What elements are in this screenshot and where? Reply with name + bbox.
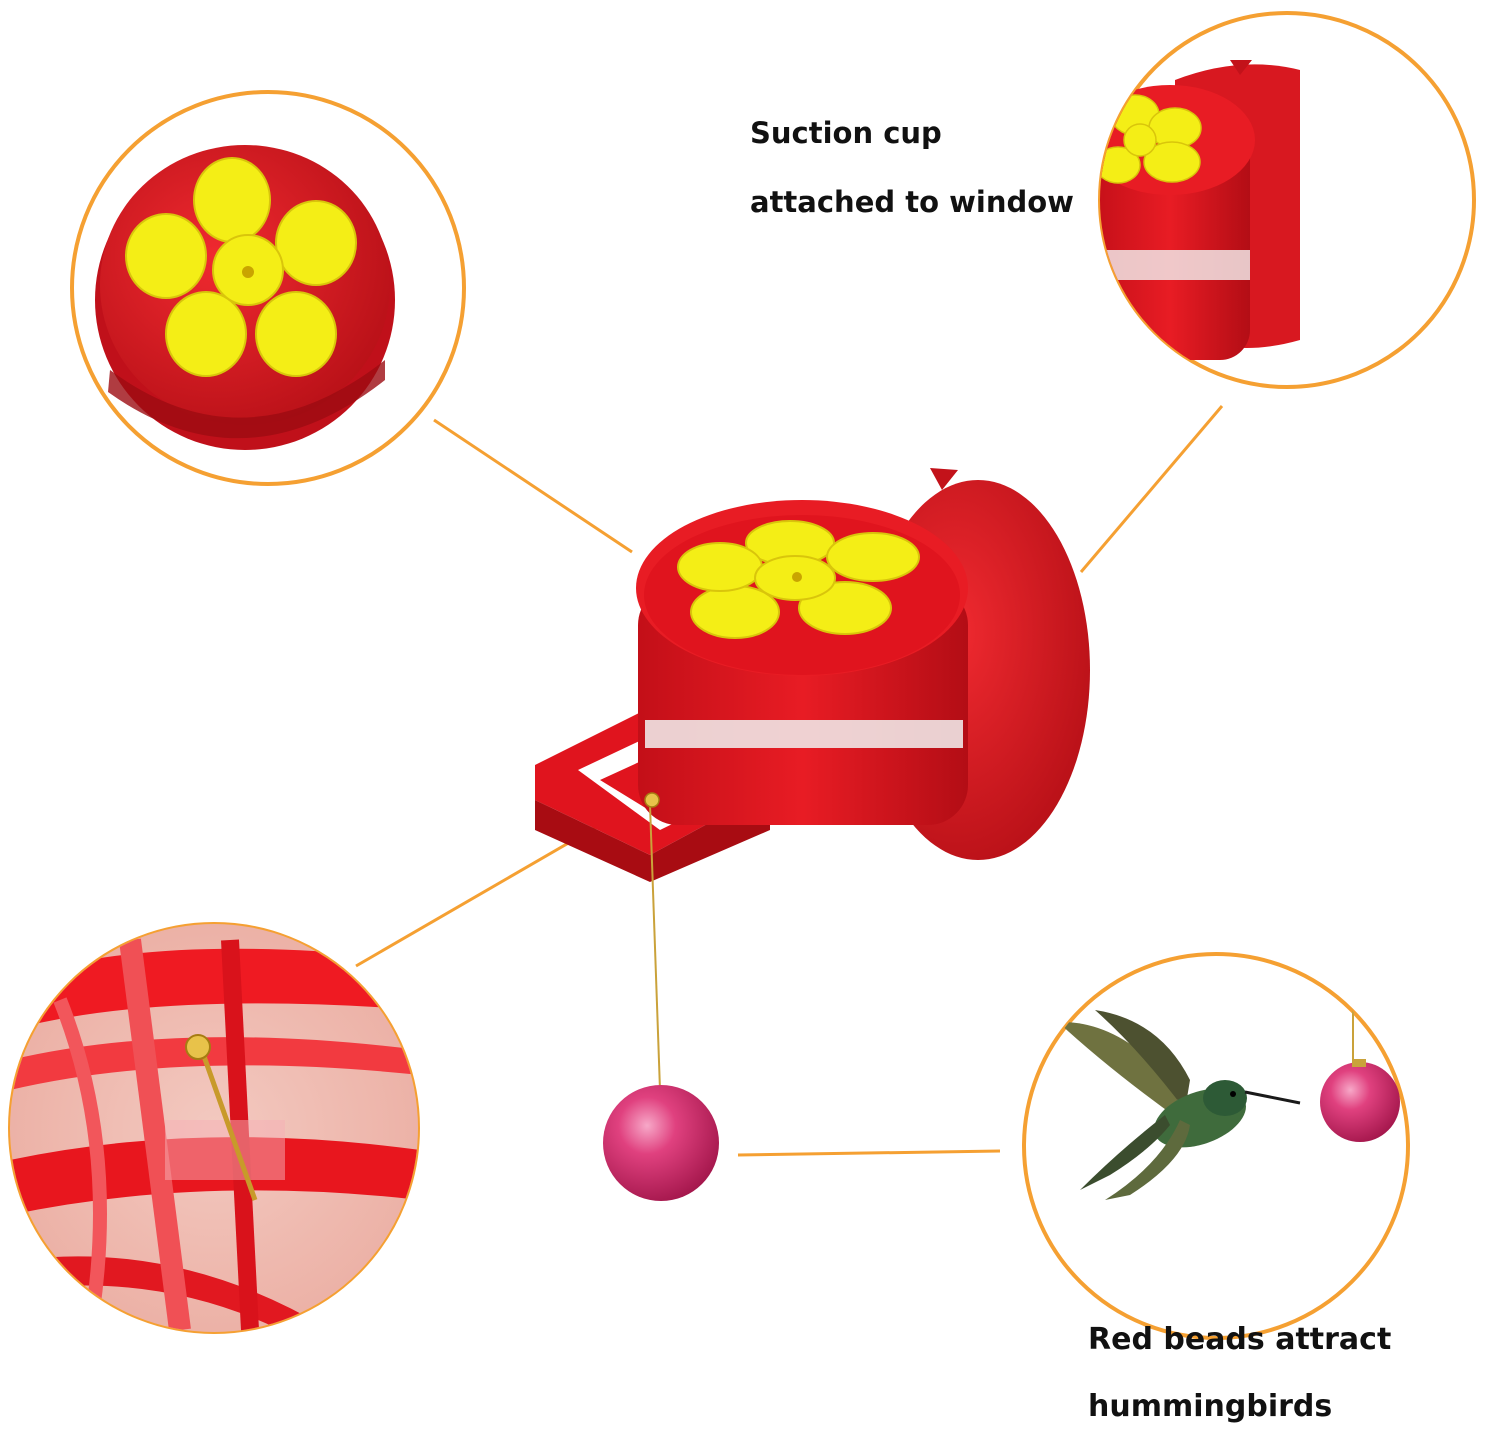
gold-hook-icon [185, 1034, 258, 1201]
feeder-product [535, 468, 1090, 1201]
bead-icon [1320, 1059, 1400, 1142]
callout-hummingbird [1022, 952, 1410, 1340]
callout-bead-hook [8, 922, 420, 1334]
flower-port-closeup-icon [1100, 94, 1202, 184]
callout-connectors [355, 405, 1224, 1157]
caption-suction-cup-line1: Suction cup [750, 116, 942, 150]
caption-red-beads-line2: hummingbirds [1088, 1389, 1333, 1424]
hummingbird-icon [1058, 1010, 1301, 1200]
caption-suction-cup-line2: attached to window [750, 185, 1074, 219]
flower-ports [677, 520, 920, 639]
callout-suction-cup [1098, 11, 1476, 389]
flower-port-icon [125, 157, 357, 377]
callout-flower-ports [70, 90, 466, 486]
bead-center-icon [603, 1085, 719, 1201]
connector-top-left [433, 418, 633, 554]
connector-top-right [1079, 405, 1224, 573]
caption-red-beads-line1: Red beads attract [1088, 1322, 1392, 1357]
connector-bottom-right [737, 1149, 1001, 1157]
